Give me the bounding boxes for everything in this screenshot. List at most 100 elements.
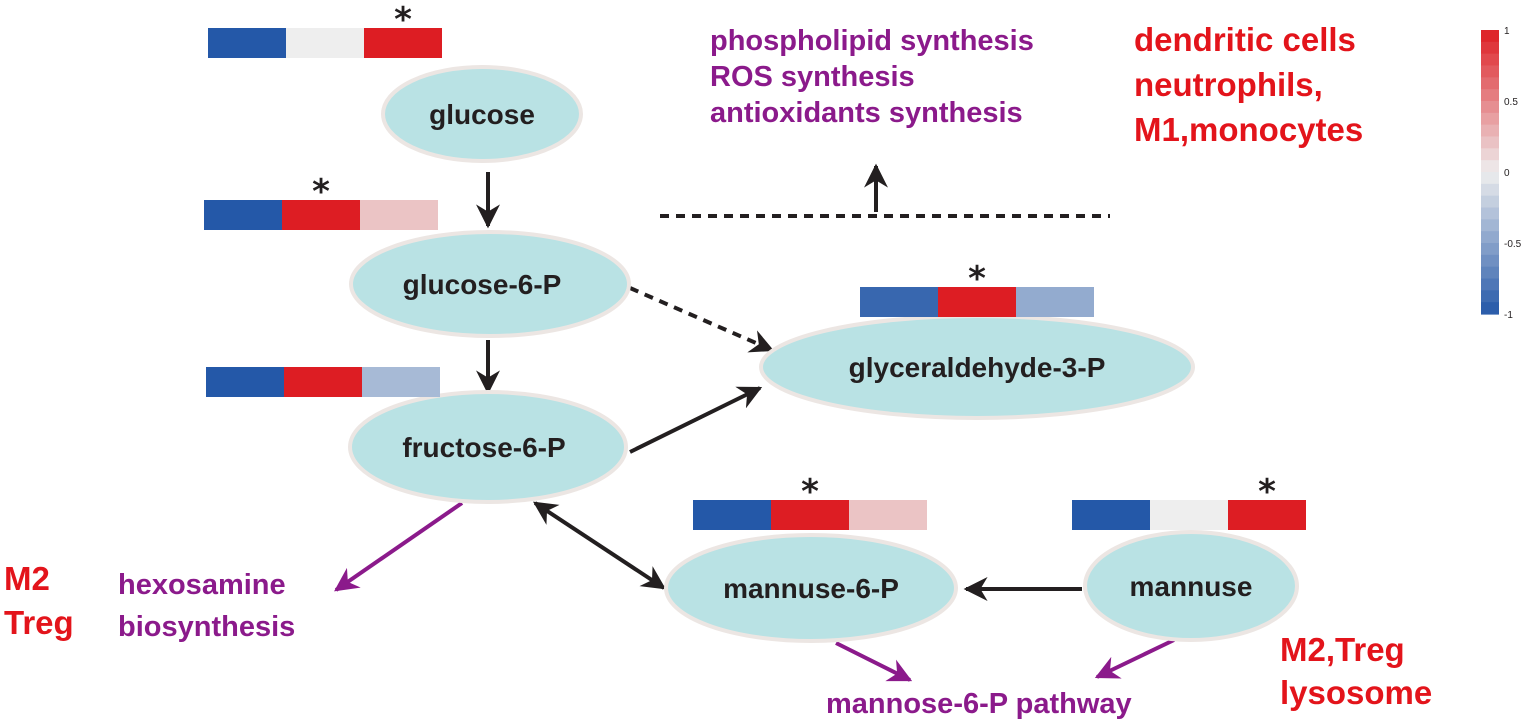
heatbar-mannuse-6-p: * bbox=[693, 472, 927, 530]
cell-types-bottom-right-label: M2,Treg lysosome bbox=[1280, 631, 1432, 711]
heatbar-cell bbox=[362, 367, 440, 397]
color-scale-step bbox=[1481, 278, 1499, 291]
node-fructose-6-p: fructose-6-P bbox=[348, 390, 628, 504]
heatbar-cell bbox=[1228, 500, 1306, 530]
color-scale-step bbox=[1481, 41, 1499, 55]
node-glucose-6-p: glucose-6-P bbox=[349, 230, 631, 338]
color-scale-tick-label: -1 bbox=[1504, 310, 1513, 321]
heatbar-glyceraldehyde-3-p: * bbox=[860, 259, 1094, 317]
cell-types-top-line-3: M1,monocytes bbox=[1134, 111, 1363, 148]
arrow-fructose6p-to-glyceraldehyde3p bbox=[629, 386, 763, 454]
heatbar-fructose-6-p bbox=[206, 367, 440, 397]
color-scale-step bbox=[1481, 172, 1499, 185]
node-mannuse-6-p-shape bbox=[664, 533, 958, 643]
color-scale-tick-label: -0.5 bbox=[1504, 239, 1522, 250]
heatbar-cell bbox=[204, 200, 282, 230]
node-mannuse-6-p-label: mannuse-6-P bbox=[723, 573, 899, 604]
significance-star: * bbox=[312, 172, 330, 212]
heatbar-cell bbox=[1072, 500, 1150, 530]
mannose-6-p-pathway-label: mannose-6-P pathway bbox=[826, 688, 1132, 720]
hexosamine-line-1: hexosamine bbox=[118, 569, 286, 601]
heatbar-cell bbox=[771, 500, 849, 530]
significance-star: * bbox=[968, 259, 986, 299]
significance-star: * bbox=[1258, 472, 1276, 512]
node-glucose: glucose bbox=[381, 65, 583, 163]
heatbar-cell bbox=[208, 28, 286, 58]
node-glyceraldehyde-3-p-label: glyceraldehyde-3-P bbox=[849, 352, 1106, 383]
purple-arrow-fructose6p-to-hexosamine bbox=[334, 501, 464, 592]
heatbar-cell bbox=[938, 287, 1016, 317]
heatbar-cell bbox=[1150, 500, 1228, 530]
cell-types-bottom-line-2: lysosome bbox=[1280, 674, 1432, 711]
hexosamine-line-2: biosynthesis bbox=[118, 611, 295, 643]
node-mannuse: mannuse bbox=[1083, 530, 1299, 642]
cell-types-left-line-1: M2 bbox=[4, 560, 50, 597]
color-scale-step bbox=[1481, 183, 1499, 197]
node-fructose-6-p-shape bbox=[348, 390, 628, 504]
synthesis-line-3: antioxidants synthesis bbox=[710, 97, 1023, 129]
heatbar-cell bbox=[860, 287, 938, 317]
cell-types-top-line-1: dendritic cells bbox=[1134, 21, 1356, 58]
node-mannuse-label: mannuse bbox=[1130, 571, 1253, 602]
node-glyceraldehyde-3-p: glyceraldehyde-3-P bbox=[759, 314, 1195, 420]
cell-types-top-line-2: neutrophils, bbox=[1134, 66, 1323, 103]
purple-arrow-mannuse-to-pathway bbox=[1094, 638, 1175, 679]
heatbar-cell bbox=[286, 28, 364, 58]
color-scale-step bbox=[1481, 254, 1499, 268]
cell-types-bottom-line-1: M2,Treg bbox=[1280, 631, 1405, 668]
heatbar-cell bbox=[284, 367, 362, 397]
significance-star: * bbox=[801, 472, 819, 512]
color-scale-step bbox=[1481, 101, 1499, 114]
cell-types-left-line-2: Treg bbox=[4, 604, 74, 641]
heatbar-cell bbox=[693, 500, 771, 530]
color-scale-step bbox=[1481, 136, 1499, 149]
node-fructose-6-p-label: fructose-6-P bbox=[402, 432, 565, 463]
node-glucose-shape bbox=[381, 65, 583, 163]
color-scale-step bbox=[1481, 112, 1499, 126]
color-scale-step bbox=[1481, 302, 1499, 315]
heatbar-cell bbox=[1016, 287, 1094, 317]
heatbar-cell bbox=[364, 28, 442, 58]
node-mannuse-shape bbox=[1083, 530, 1299, 642]
synthesis-line-2: ROS synthesis bbox=[710, 61, 915, 93]
color-scale-tick-label: 0 bbox=[1504, 168, 1510, 179]
heatbar-cell bbox=[849, 500, 927, 530]
heatbar-cell bbox=[206, 367, 284, 397]
color-scale-step bbox=[1481, 77, 1499, 90]
color-scale-step bbox=[1481, 207, 1499, 220]
color-scale-step bbox=[1481, 53, 1499, 67]
color-scale-step bbox=[1481, 195, 1499, 209]
color-scale-step bbox=[1481, 219, 1499, 232]
node-glucose-6-p-label: glucose-6-P bbox=[403, 269, 562, 300]
dashed-arrow-glucose6p-to-glyceraldehyde3p bbox=[629, 286, 775, 353]
double-arrow-fructose6p-mannuse6p bbox=[532, 501, 667, 590]
heatbar-cell bbox=[282, 200, 360, 230]
color-scale-step bbox=[1481, 89, 1499, 102]
color-scale-step bbox=[1481, 266, 1499, 280]
heatbar-glucose: * bbox=[208, 0, 442, 58]
color-scale-step bbox=[1481, 290, 1499, 303]
synthesis-processes-label: phospholipid synthesis ROS synthesis ant… bbox=[710, 25, 1034, 129]
color-scale-step bbox=[1481, 160, 1499, 173]
hexosamine-biosynthesis-label: hexosamine biosynthesis bbox=[118, 569, 295, 643]
color-scale-legend: 1 0.5 0 -0.5 -1 bbox=[1481, 26, 1522, 321]
purple-arrow-mannuse6p-to-pathway bbox=[835, 641, 913, 682]
color-scale-step bbox=[1481, 30, 1499, 43]
color-scale-step bbox=[1481, 124, 1499, 138]
node-glucose-6-p-shape bbox=[349, 230, 631, 338]
heatbar-mannuse: * bbox=[1072, 472, 1306, 530]
cell-types-top-right-label: dendritic cells neutrophils, M1,monocyte… bbox=[1134, 21, 1363, 148]
node-mannuse-6-p: mannuse-6-P bbox=[664, 533, 958, 643]
color-scale-tick-label: 0.5 bbox=[1504, 97, 1518, 108]
heatbar-cell bbox=[360, 200, 438, 230]
color-scale-step bbox=[1481, 231, 1499, 244]
color-scale-step bbox=[1481, 65, 1499, 78]
significance-star: * bbox=[394, 0, 412, 40]
color-scale-tick-label: 1 bbox=[1504, 26, 1510, 37]
color-scale-step bbox=[1481, 243, 1499, 256]
edges bbox=[334, 163, 1175, 682]
cell-types-left-label: M2 Treg bbox=[4, 560, 74, 641]
color-scale-step bbox=[1481, 148, 1499, 161]
node-glucose-label: glucose bbox=[429, 99, 535, 130]
